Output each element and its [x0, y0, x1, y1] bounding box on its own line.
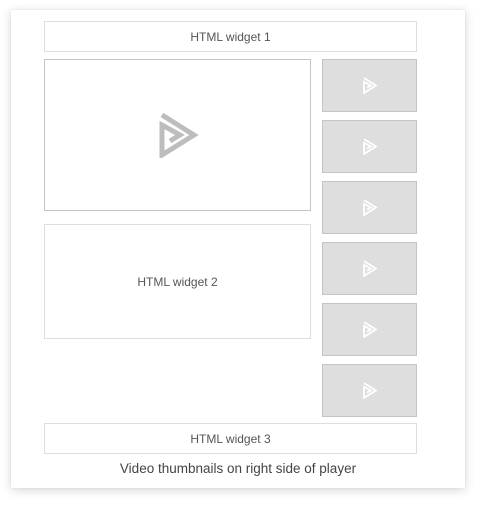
- html-widget-1-label: HTML widget 1: [190, 29, 271, 44]
- play-logo-icon: [362, 321, 378, 338]
- video-player[interactable]: [44, 59, 311, 211]
- video-thumbnail[interactable]: [322, 364, 417, 417]
- video-thumbnail[interactable]: [322, 242, 417, 295]
- play-logo-icon: [362, 138, 378, 155]
- layout-caption: Video thumbnails on right side of player: [119, 461, 357, 476]
- html-widget-2: HTML widget 2: [44, 224, 311, 339]
- play-logo-icon: [362, 382, 378, 399]
- html-widget-1: HTML widget 1: [44, 21, 417, 52]
- play-logo-icon: [157, 112, 199, 158]
- play-logo-icon: [362, 260, 378, 277]
- html-widget-3-label: HTML widget 3: [190, 431, 271, 446]
- video-thumbnail[interactable]: [322, 303, 417, 356]
- play-logo-icon: [362, 77, 378, 94]
- video-thumbnail[interactable]: [322, 181, 417, 234]
- layout-card: HTML widget 1 HTML widget 2: [11, 10, 465, 488]
- html-widget-2-label: HTML widget 2: [137, 274, 218, 289]
- video-thumbnail[interactable]: [322, 59, 417, 112]
- play-logo-icon: [362, 199, 378, 216]
- html-widget-3: HTML widget 3: [44, 423, 417, 454]
- video-thumbnail[interactable]: [322, 120, 417, 173]
